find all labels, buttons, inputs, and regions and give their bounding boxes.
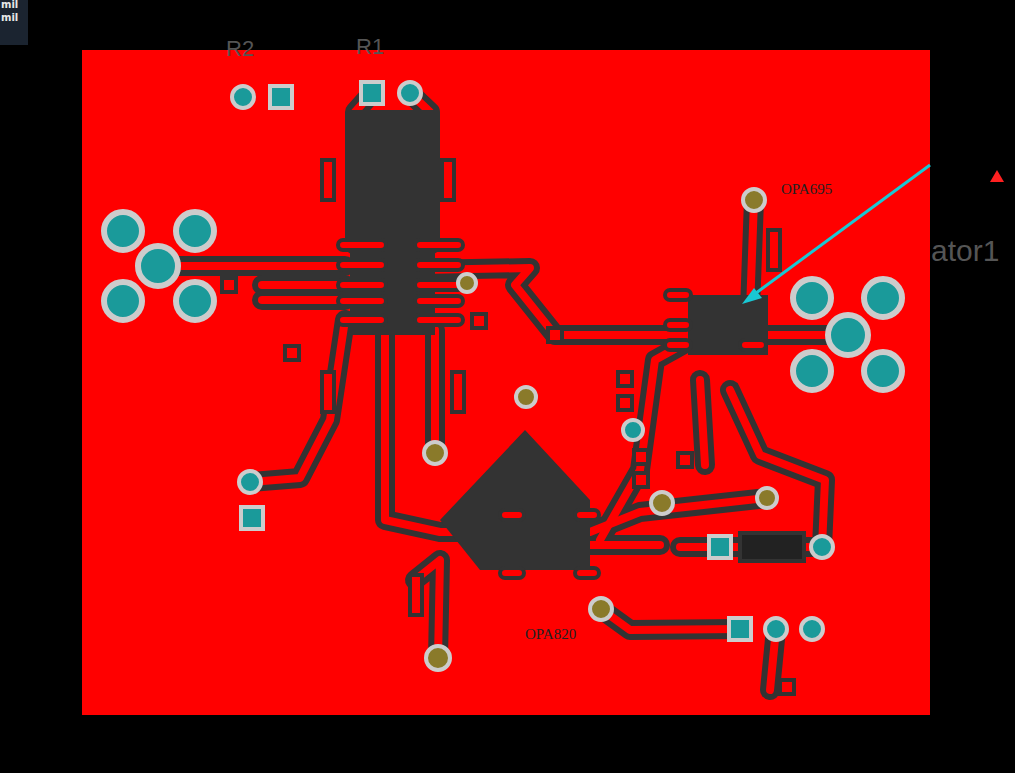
designator: R1: [356, 36, 384, 58]
ic-bodies: [350, 110, 768, 570]
unit-text: mil: [1, 13, 18, 23]
designator: ator1: [931, 236, 999, 266]
unit-text: mil: [1, 0, 18, 10]
copper-pour: [82, 50, 930, 715]
status-panel: [0, 0, 28, 45]
designator: R2: [226, 38, 254, 60]
component-label: OPA820: [525, 627, 576, 642]
smd-pads: [222, 160, 804, 694]
marker-triangle: [990, 170, 1004, 182]
through-hole-pads: [104, 82, 902, 670]
component-label: OPA695: [781, 182, 832, 197]
pointer-arrow: [742, 165, 930, 304]
tracks: [158, 93, 848, 690]
